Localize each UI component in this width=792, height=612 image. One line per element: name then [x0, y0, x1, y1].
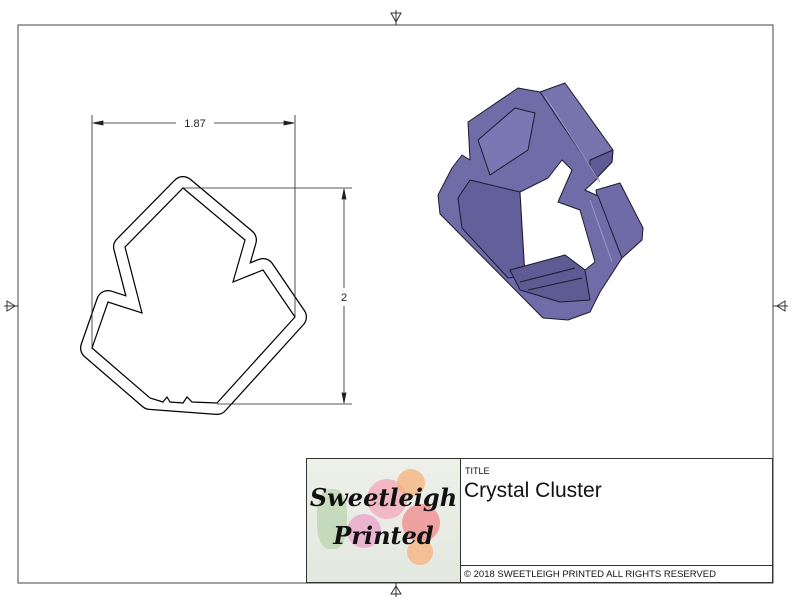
logo-text-line-1: Sweetleigh	[309, 483, 458, 512]
copyright-row: © 2018 SWEETLEIGH PRINTED ALL RIGHTS RES…	[460, 565, 772, 582]
dimension-width	[91, 115, 296, 348]
dimension-height	[183, 187, 352, 405]
title-block: Sweetleigh Printed TITLE Crystal Cluster…	[306, 458, 773, 583]
dimension-width-label: 1.87	[184, 118, 205, 130]
center-marks	[4, 10, 788, 597]
sweetleigh-printed-logo: Sweetleigh Printed	[307, 459, 461, 582]
copyright-text: © 2018 SWEETLEIGH PRINTED ALL RIGHTS RES…	[464, 569, 716, 580]
top-center-mark-icon	[390, 10, 402, 25]
title-label: TITLE	[465, 466, 490, 476]
drawing-title: Crystal Cluster	[464, 479, 602, 502]
logo-text-line-2: Printed	[333, 521, 434, 550]
right-center-mark-icon	[773, 300, 788, 312]
dimension-height-label: 2	[341, 292, 347, 304]
bottom-center-mark-icon	[390, 583, 402, 597]
cutter-top-view	[80, 176, 307, 415]
left-center-mark-icon	[4, 300, 18, 312]
cutter-3d-view	[437, 82, 644, 321]
